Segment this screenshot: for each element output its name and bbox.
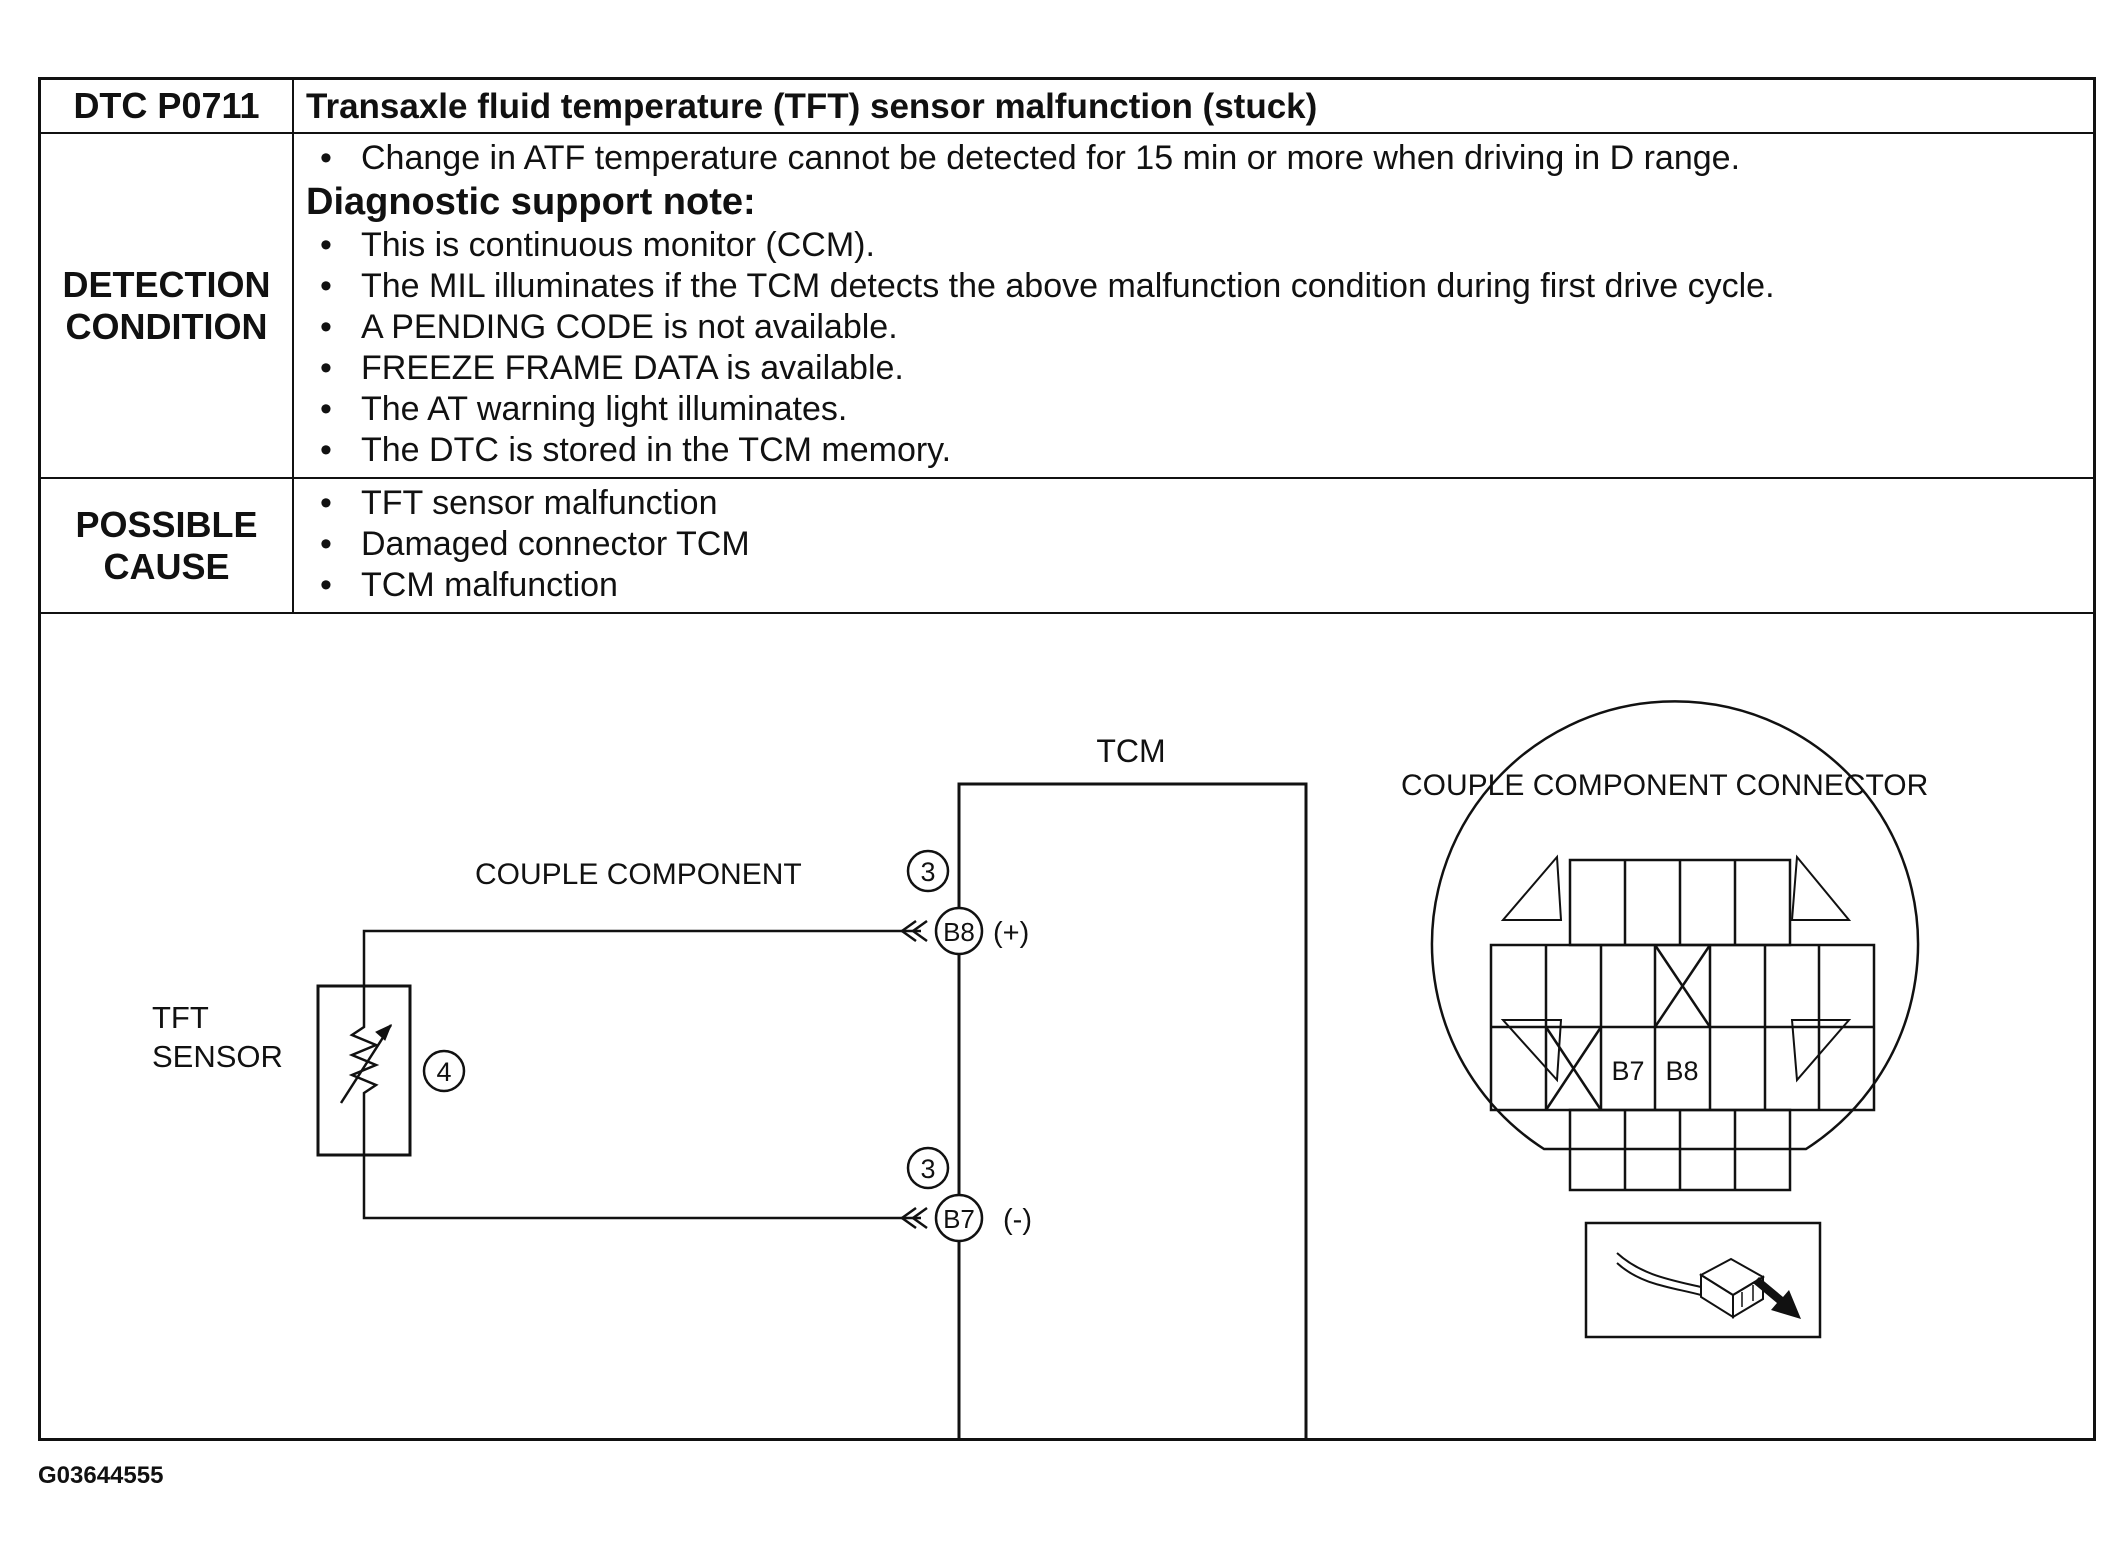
diagnostic-notes-list: This is continuous monitor (CCM). The MI… — [306, 225, 2081, 471]
diagnostic-note: A PENDING CODE is not available. — [306, 307, 2081, 348]
detection-item: Change in ATF temperature cannot be dete… — [306, 138, 2081, 179]
tcm-label: TCM — [1096, 733, 1165, 769]
pin-b8-polarity: (+) — [993, 917, 1029, 949]
sensor-label-line2: SENSOR — [152, 1039, 283, 1074]
connector-chevron-bottom — [899, 1206, 928, 1230]
wire-negative — [362, 1155, 921, 1220]
wire-positive — [362, 929, 921, 986]
connector-pin-b7: B7 — [1611, 1056, 1644, 1086]
dtc-title: Transaxle fluid temperature (TFT) sensor… — [292, 80, 2093, 134]
possible-cause-content: TFT sensor malfunction Damaged connector… — [292, 477, 2093, 614]
possible-cause-label-line2: CAUSE — [103, 545, 230, 587]
sensor-ref-callout: 4 — [422, 1049, 466, 1093]
wire-ref-top-callout: 3 — [906, 849, 950, 893]
connector-chevron-top — [899, 919, 928, 943]
sensor-label-line1: TFT — [152, 1000, 209, 1035]
diagnostic-note: The DTC is stored in the TCM memory. — [306, 430, 2081, 471]
pin-b7-label: B7 — [943, 1204, 975, 1234]
pin-b7-polarity: (-) — [1003, 1204, 1032, 1236]
wire-ref-bottom-callout: 3 — [906, 1146, 950, 1190]
diagnostic-note: The AT warning light illuminates. — [306, 389, 2081, 430]
sensor-ref-number: 4 — [436, 1057, 451, 1087]
pin-b8-label: B8 — [943, 917, 975, 947]
wire-ref-top-number: 3 — [920, 857, 935, 887]
diagnostic-note-title: Diagnostic support note: — [306, 181, 756, 223]
wiring-diagram: TCM COUPLE COMPONENT TFT SENSOR 4 — [152, 700, 1928, 1438]
detection-label-line2: CONDITION — [65, 305, 268, 347]
possible-cause-row: POSSIBLE CAUSE TFT sensor malfunction Da… — [41, 477, 2093, 614]
pin-b7: B7 — [934, 1193, 984, 1243]
diagnostic-note: FREEZE FRAME DATA is available. — [306, 348, 2081, 389]
dtc-table: DTC P0711 Transaxle fluid temperature (T… — [41, 80, 2093, 614]
tft-sensor-symbol — [316, 984, 412, 1157]
connector-view-icon — [1584, 1221, 1822, 1339]
possible-cause-item: TCM malfunction — [306, 565, 2081, 606]
possible-cause-label-line1: POSSIBLE — [75, 503, 258, 545]
couple-component-label: COUPLE COMPONENT — [475, 858, 802, 891]
pin-b8: B8 — [934, 906, 984, 956]
detection-label: DETECTION CONDITION — [41, 132, 294, 479]
connector-pin-b8: B8 — [1665, 1056, 1698, 1086]
possible-cause-item: TFT sensor malfunction — [306, 483, 2081, 524]
connector-title: COUPLE COMPONENT CONNECTOR — [1401, 769, 1928, 802]
possible-cause-label: POSSIBLE CAUSE — [41, 477, 294, 614]
possible-cause-item: Damaged connector TCM — [306, 524, 2081, 565]
figure-id: G03644555 — [38, 1462, 164, 1489]
detection-row: DETECTION CONDITION Change in ATF temper… — [41, 132, 2093, 479]
detection-content: Change in ATF temperature cannot be dete… — [292, 132, 2093, 479]
diagnostic-note: The MIL illuminates if the TCM detects t… — [306, 266, 2081, 307]
detection-label-line1: DETECTION — [62, 263, 271, 305]
dtc-header-row: DTC P0711 Transaxle fluid temperature (T… — [41, 80, 2093, 134]
tcm-box — [957, 782, 1308, 1438]
dtc-sheet: DTC P0711 Transaxle fluid temperature (T… — [38, 77, 2096, 1441]
couple-component-connector — [1430, 700, 1920, 1192]
diagnostic-note: This is continuous monitor (CCM). — [306, 225, 2081, 266]
wire-ref-bottom-number: 3 — [920, 1154, 935, 1184]
dtc-code: DTC P0711 — [41, 80, 294, 134]
